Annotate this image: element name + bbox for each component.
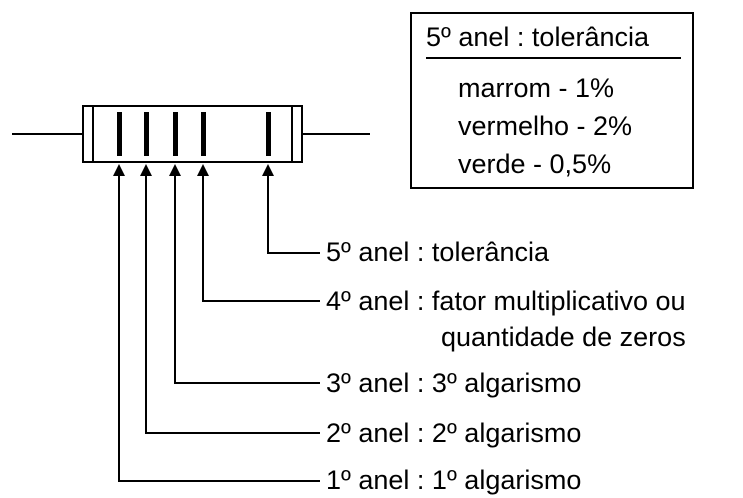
arrow-band-5 (267, 172, 320, 254)
arrowhead-band-1 (113, 164, 125, 176)
label-band-1: 1º anel : 1º algarismo (326, 465, 582, 495)
arrow-band-4 (202, 172, 320, 302)
legend-item-vermelho: vermelho - 2% (458, 111, 633, 141)
label-band-2: 2º anel : 2º algarismo (326, 418, 582, 448)
arrowhead-band-5 (262, 164, 274, 176)
band-5 (266, 112, 271, 156)
arrow-band-1 (118, 172, 320, 482)
arrow-band-3 (174, 172, 320, 384)
legend-title: 5º anel : tolerância (426, 22, 650, 52)
label-band-5: 5º anel : tolerância (326, 237, 550, 267)
arrowhead-band-2 (140, 164, 152, 176)
legend-item-marrom: marrom - 1% (458, 73, 615, 103)
legend-item-verde: verde - 0,5% (458, 149, 612, 179)
band-4 (201, 112, 206, 156)
band-1 (117, 112, 122, 156)
label-band-4-continued: quantidade de zeros (441, 322, 686, 352)
legend-divider (426, 57, 681, 59)
arrow-band-2 (145, 172, 320, 434)
label-band-4: 4º anel : fator multiplicativo ou (326, 286, 686, 316)
arrowhead-band-4 (197, 164, 209, 176)
tolerance-legend-box: 5º anel : tolerância marrom - 1% vermelh… (410, 12, 694, 189)
band-3 (173, 112, 178, 156)
label-band-3: 3º anel : 3º algarismo (326, 368, 582, 398)
arrowhead-band-3 (169, 164, 181, 176)
band-2 (144, 112, 149, 156)
